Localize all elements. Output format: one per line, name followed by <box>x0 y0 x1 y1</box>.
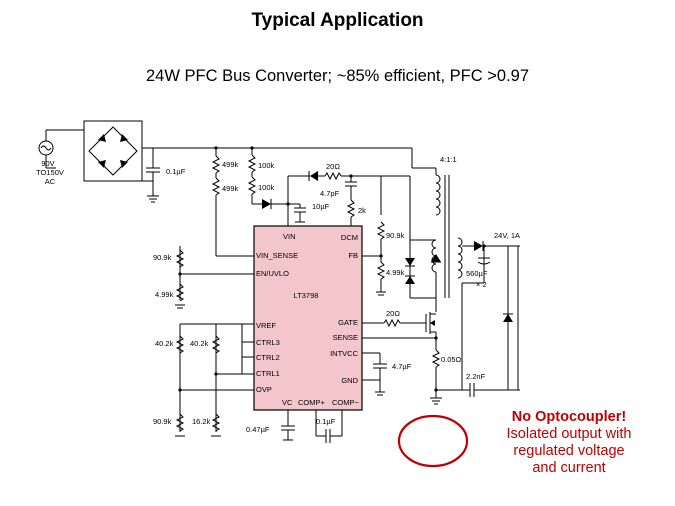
r-100k-a-label: 100k <box>258 161 275 170</box>
cap-4p7-label: 4.7pF <box>320 189 340 198</box>
r-16k2-label: 16.2k <box>192 417 211 426</box>
pin-fb: FB <box>348 251 358 260</box>
pin-comp-plus: COMP+ <box>298 398 326 407</box>
pin-vin-sense: VIN_SENSE <box>256 251 298 260</box>
r-499k-b-label: 499k <box>222 184 239 193</box>
transformer <box>411 148 463 298</box>
output-label: 24V, 1A <box>494 231 520 240</box>
callout-heading: No Optocoupler! <box>511 409 627 425</box>
cap-input-label: 0.1µF <box>166 167 186 176</box>
cap-intvcc-label: 4.7µF <box>392 362 412 371</box>
page-title: Typical Application <box>251 10 424 31</box>
chip-name: LT3798 <box>294 291 319 300</box>
cap-10u-label: 10µF <box>312 202 330 211</box>
r-100k-b-label: 100k <box>258 183 275 192</box>
source-label-2: TO150V <box>36 168 64 177</box>
page-subtitle: 24W PFC Bus Converter; ~85% efficient, P… <box>145 67 530 85</box>
ground-symbol <box>147 195 159 203</box>
callout-note: No Optocoupler! Isolated output with reg… <box>484 409 654 477</box>
pin-dcm: DCM <box>341 233 358 242</box>
callout-line-1: Isolated output with <box>506 426 632 442</box>
resistor-499k-chain <box>211 146 254 257</box>
mosfet <box>425 300 437 350</box>
lt3798-chip <box>253 225 363 411</box>
pin-gnd: GND <box>341 376 358 385</box>
bridge-rectifier <box>83 120 143 182</box>
pin-gate: GATE <box>338 318 358 327</box>
pin-comp-minus: COMP− <box>332 398 360 407</box>
r-40k2-a-label: 40.2k <box>155 339 174 348</box>
r-40k2-b-label: 40.2k <box>190 339 209 348</box>
pin-intvcc: INTVCC <box>330 349 359 358</box>
cap-vc-label: 0.47µF <box>246 425 270 434</box>
ac-source <box>38 129 84 169</box>
r-90k9-ovp-label: 90.9k <box>153 417 172 426</box>
cap-out-label: 560µF <box>466 269 488 278</box>
pin-vc: VC <box>282 398 293 407</box>
r-4k99-fb-label: 4.99k <box>386 268 405 277</box>
pin-ctrl2: CTRL2 <box>256 353 280 362</box>
callout-line-2: regulated voltage <box>513 443 625 459</box>
r-sense-label: 0.05Ω <box>441 355 462 364</box>
pin-en-uvlo: EN/UVLO <box>256 269 289 278</box>
source-label-3: AC <box>45 177 56 186</box>
pin-ctrl3: CTRL3 <box>256 338 280 347</box>
r-2k-label: 2k <box>358 206 366 215</box>
pin-ovp: OVP <box>256 385 272 394</box>
transformer-ratio-label: 4:1:1 <box>440 155 457 164</box>
r-20-top-label: 20Ω <box>326 162 340 171</box>
cap-comp-label: 0.1µF <box>316 417 336 426</box>
r-4k99-en-label: 4.99k <box>155 290 174 299</box>
resistor-100k-chain <box>247 146 288 209</box>
highlight-ellipse <box>397 414 469 468</box>
callout-line-3: and current <box>532 460 606 476</box>
source-label-1: 90V <box>41 159 54 168</box>
pin-vref: VREF <box>256 321 276 330</box>
r-90k9-fb-label: 90.9k <box>386 231 405 240</box>
r-90k9-en-label: 90.9k <box>153 253 172 262</box>
cap-y-label: 2.2nF <box>466 372 486 381</box>
cap-out-mult-label: × 2 <box>476 280 487 289</box>
pin-vin: VIN <box>283 232 296 241</box>
pin-sense: SENSE <box>333 333 358 342</box>
pin-ctrl1: CTRL1 <box>256 369 280 378</box>
r-20-gate-label: 20Ω <box>386 309 400 318</box>
r-499k-a-label: 499k <box>222 160 239 169</box>
